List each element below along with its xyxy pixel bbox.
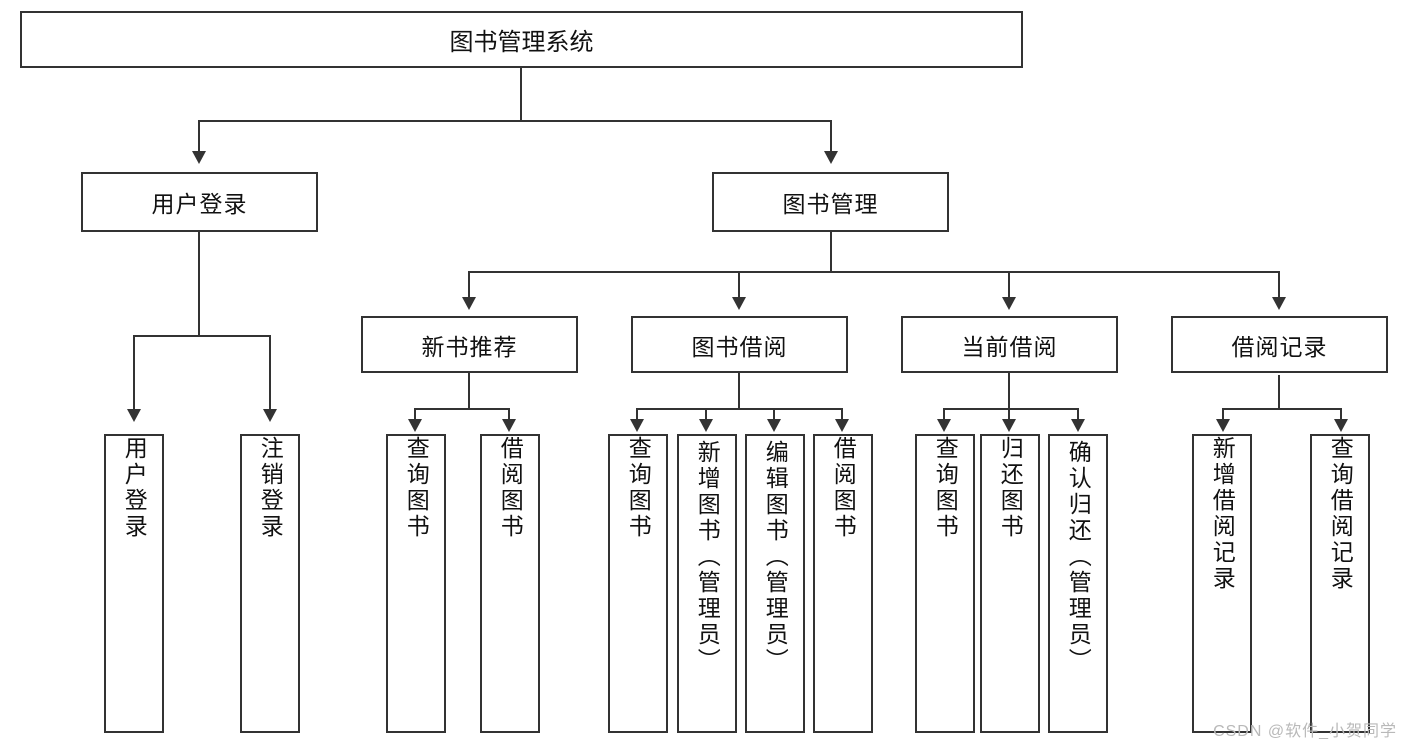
node-user-login[interactable]: 用户登录 [81, 172, 318, 232]
connector-user-login-leaf-2 [269, 335, 271, 411]
arrow-to-book-borrow [732, 297, 746, 310]
leaf-label: 归还图书 [997, 436, 1024, 540]
leaf-current-borrow-3[interactable]: 确认归还（管理员） [1048, 434, 1108, 733]
leaf-book-borrow-2[interactable]: 新增图书（管理员） [677, 434, 737, 733]
connector-user-login-stem [198, 232, 200, 335]
leaf-label: 借阅图书 [830, 436, 857, 540]
connector-new-book-bar [414, 408, 510, 410]
connector-new-book-leaf-2 [508, 408, 510, 422]
connector-root-stem [520, 68, 522, 120]
leaf-current-borrow-2[interactable]: 归还图书 [980, 434, 1040, 733]
node-label: 新书推荐 [421, 333, 518, 360]
connector-book-manage-stem [830, 232, 832, 272]
node-book-management[interactable]: 图书管理 [712, 172, 949, 232]
leaf-label: 查询图书 [625, 436, 652, 540]
connector-book-borrow-leaf-4 [841, 408, 843, 422]
connector-book-borrow-stem [738, 373, 740, 409]
arrow-borrow-record-leaf-2 [1334, 419, 1348, 432]
leaf-book-borrow-3[interactable]: 编辑图书（管理员） [745, 434, 805, 733]
node-label: 图书管理系统 [449, 29, 594, 56]
node-label: 图书管理 [782, 191, 879, 217]
arrow-borrow-record-leaf-1 [1216, 419, 1230, 432]
node-new-book-recommend[interactable]: 新书推荐 [361, 316, 578, 373]
node-label: 借阅记录 [1231, 333, 1328, 360]
connector-book-borrow-bar [636, 408, 842, 410]
connector-borrow-record-leaf-2 [1340, 408, 1342, 422]
leaf-new-book-2[interactable]: 借阅图书 [480, 434, 540, 733]
leaf-book-borrow-1[interactable]: 查询图书 [608, 434, 668, 733]
connector-current-borrow-stem [1008, 373, 1010, 409]
leaf-current-borrow-1[interactable]: 查询图书 [915, 434, 975, 733]
connector-current-borrow-leaf-3 [1077, 408, 1079, 422]
arrow-book-borrow-leaf-4 [835, 419, 849, 432]
arrow-new-book-leaf-2 [502, 419, 516, 432]
connector-book-borrow-leaf-1 [636, 408, 638, 422]
arrow-user-login-leaf-1 [127, 409, 141, 422]
connector-to-current-borrow [1008, 271, 1010, 299]
arrow-book-borrow-leaf-2 [699, 419, 713, 432]
leaf-label: 编辑图书（管理员） [762, 440, 789, 674]
connector-level3-bar [468, 271, 1280, 273]
arrow-to-new-book [462, 297, 476, 310]
connector-current-borrow-bar [943, 408, 1079, 410]
connector-book-borrow-leaf-3 [773, 408, 775, 422]
leaf-label: 新增借阅记录 [1209, 436, 1236, 592]
arrow-book-borrow-leaf-3 [767, 419, 781, 432]
leaf-book-borrow-4[interactable]: 借阅图书 [813, 434, 873, 733]
connector-to-user-login [198, 120, 200, 153]
leaf-user-login-2[interactable]: 注销登录 [240, 434, 300, 733]
connector-root-bar [198, 120, 832, 122]
node-book-borrow[interactable]: 图书借阅 [631, 316, 848, 373]
node-label: 当前借阅 [961, 333, 1058, 360]
arrow-current-borrow-leaf-2 [1002, 419, 1016, 432]
leaf-borrow-record-1[interactable]: 新增借阅记录 [1192, 434, 1252, 733]
connector-user-login-bar [133, 335, 271, 337]
connector-current-borrow-leaf-2 [1008, 408, 1010, 422]
leaf-label: 确认归还（管理员） [1065, 440, 1092, 674]
connector-borrow-record-stem [1278, 375, 1280, 409]
leaf-borrow-record-2[interactable]: 查询借阅记录 [1310, 434, 1370, 733]
leaf-user-login-1[interactable]: 用户登录 [104, 434, 164, 733]
connector-borrow-record-leaf-1 [1222, 408, 1224, 422]
leaf-label: 用户登录 [121, 436, 148, 540]
node-borrow-record[interactable]: 借阅记录 [1171, 316, 1388, 373]
leaf-label: 注销登录 [257, 436, 284, 540]
arrow-new-book-leaf-1 [408, 419, 422, 432]
connector-book-borrow-leaf-2 [705, 408, 707, 422]
arrow-to-book-manage [824, 151, 838, 164]
leaf-label: 借阅图书 [497, 436, 524, 540]
arrow-book-borrow-leaf-1 [630, 419, 644, 432]
connector-user-login-leaf-1 [133, 335, 135, 411]
arrow-current-borrow-leaf-3 [1071, 419, 1085, 432]
connector-new-book-stem [468, 373, 470, 409]
node-label: 图书借阅 [691, 333, 788, 360]
arrow-to-borrow-record [1272, 297, 1286, 310]
node-label: 用户登录 [151, 191, 248, 217]
connector-to-borrow-record [1278, 271, 1280, 299]
watermark: CSDN @软件_小贺同学 [1213, 723, 1397, 740]
node-current-borrow[interactable]: 当前借阅 [901, 316, 1118, 373]
connector-to-book-manage [830, 120, 832, 153]
leaf-label: 查询图书 [932, 436, 959, 540]
connector-borrow-record-bar [1222, 408, 1342, 410]
arrow-to-user-login [192, 151, 206, 164]
arrow-user-login-leaf-2 [263, 409, 277, 422]
leaf-label: 查询图书 [403, 436, 430, 540]
connector-new-book-leaf-1 [414, 408, 416, 422]
leaf-label: 新增图书（管理员） [694, 440, 721, 674]
connector-to-new-book [468, 271, 470, 299]
arrow-to-current-borrow [1002, 297, 1016, 310]
leaf-new-book-1[interactable]: 查询图书 [386, 434, 446, 733]
connector-current-borrow-leaf-1 [943, 408, 945, 422]
node-root-system[interactable]: 图书管理系统 [20, 11, 1023, 68]
connector-to-book-borrow [738, 271, 740, 299]
leaf-label: 查询借阅记录 [1327, 436, 1354, 592]
arrow-current-borrow-leaf-1 [937, 419, 951, 432]
